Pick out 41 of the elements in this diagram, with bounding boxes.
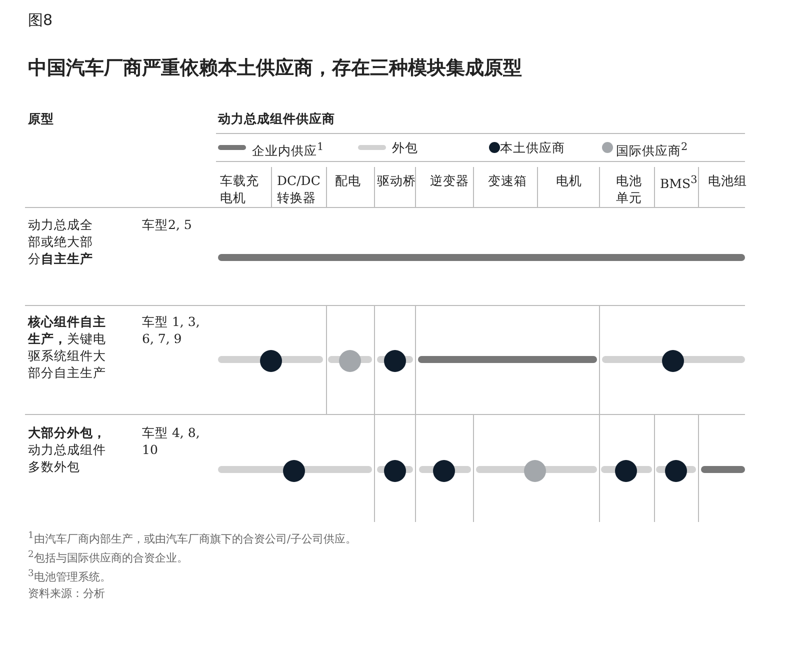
supplier-dot bbox=[433, 460, 455, 482]
column-heading: 原型 bbox=[28, 110, 54, 127]
column-header: 逆变器 bbox=[430, 172, 469, 189]
figure-number: 图8 bbox=[28, 12, 53, 29]
legend-text: 国际供应商$^{2}$ bbox=[616, 140, 688, 160]
supply-bar bbox=[701, 466, 745, 473]
source-note: 资料来源：分析 bbox=[28, 586, 105, 602]
column-header: 电机 bbox=[556, 172, 582, 189]
vehicle-models: 车型 4, 8, 10 bbox=[142, 424, 201, 458]
supply-bar bbox=[418, 356, 597, 363]
column-header: 电池组 bbox=[708, 172, 747, 189]
column-header: 电池单元 bbox=[616, 172, 643, 206]
supply-bar bbox=[218, 254, 745, 261]
column-header: 变速箱 bbox=[488, 172, 527, 189]
footnote: $^{2}$包括与国际供应商的合资企业。 bbox=[28, 548, 188, 567]
row-label: 核心组件自主生产，关键电驱系统组件大部分自主生产 bbox=[28, 313, 107, 381]
supplier-dot bbox=[384, 350, 406, 372]
row-label: 动力总成全部或绝大部分自主生产 bbox=[28, 216, 94, 267]
footnote: $^{3}$电池管理系统。 bbox=[28, 567, 111, 586]
supplier-dot bbox=[339, 350, 361, 372]
supplier-dot bbox=[260, 350, 282, 372]
supplier-dot bbox=[524, 460, 546, 482]
legend-text: 外包 bbox=[392, 139, 418, 156]
supplier-dot bbox=[662, 350, 684, 372]
footnote: $^{1}$由汽车厂商内部生产，或由汽车厂商旗下的合资公司/子公司供应。 bbox=[28, 529, 357, 548]
title: 中国汽车厂商严重依赖本土供应商，存在三种模块集成原型 bbox=[28, 56, 522, 81]
supplier-dot bbox=[283, 460, 305, 482]
vehicle-models: 车型 1, 3, 6, 7, 9 bbox=[142, 313, 201, 347]
row-label: 大部分外包，动力总成组件多数外包 bbox=[28, 424, 107, 475]
column-header: 车载充电机 bbox=[220, 172, 260, 206]
supplier-dot bbox=[615, 460, 637, 482]
column-header: 配电 bbox=[335, 172, 361, 189]
column-heading: 动力总成组件供应商 bbox=[218, 110, 335, 127]
column-header: 驱动桥 bbox=[377, 172, 416, 189]
legend-text: 本土供应商 bbox=[500, 139, 565, 156]
supplier-dot bbox=[665, 460, 687, 482]
column-header: BMS$^{3}$ bbox=[660, 173, 698, 192]
supplier-dot bbox=[384, 460, 406, 482]
column-header: DC/DC转换器 bbox=[277, 172, 322, 206]
legend-text: 企业内供应$^{1}$ bbox=[252, 140, 324, 160]
vehicle-models: 车型2, 5 bbox=[142, 216, 192, 233]
